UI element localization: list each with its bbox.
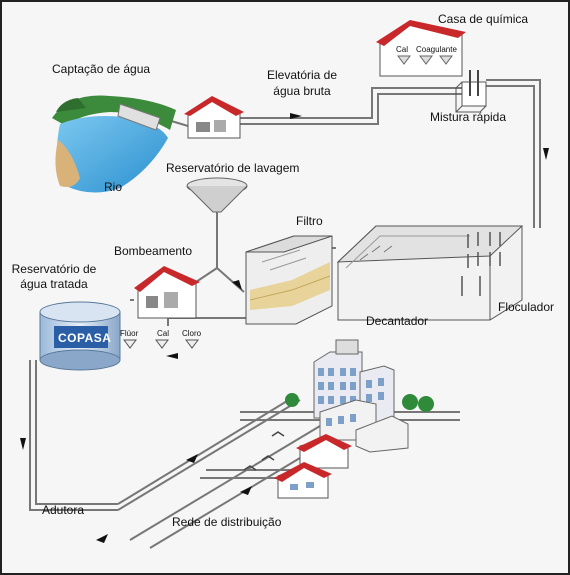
label-reservatorio-lavagem: Reservatório de lavagem (166, 161, 300, 175)
label-rio: Rio (104, 180, 123, 194)
arrow-to-filter (232, 280, 242, 290)
elevatoria-house (184, 96, 244, 139)
funnel-branch-left (195, 267, 218, 283)
arrow-down-left (20, 438, 26, 450)
pipe-network-1 (117, 399, 301, 511)
label-rede-distribuicao: Rede de distribuição (172, 515, 282, 529)
pipe-raw-water-top (240, 87, 462, 119)
label-floculador: Floculador (498, 300, 555, 314)
label-cal-top: Cal (396, 45, 409, 54)
label-filtro: Filtro (296, 214, 323, 228)
pipe-mix-out-inner (486, 85, 535, 228)
label-reservatorio-tratada-line2: água tratada (20, 277, 88, 291)
label-coagulante: Coagulante (416, 45, 457, 54)
dam (117, 103, 161, 131)
filtro-unit (245, 235, 333, 325)
city (243, 339, 434, 499)
label-elevatoria-line2: água bruta (273, 84, 331, 98)
label-mistura-rapida: Mistura rápida (430, 110, 507, 124)
label-bombeamento: Bombeamento (114, 244, 193, 258)
flow-arrows (20, 113, 549, 543)
bombeamento-house (134, 266, 200, 319)
river-bank (55, 140, 80, 187)
label-cloro: Cloro (182, 329, 202, 338)
label-adutora: Adutora (42, 503, 85, 517)
label-captacao: Captação de água (52, 62, 151, 76)
copasa-logo-plate (54, 326, 108, 348)
label-casa-quimica: Casa de química (438, 12, 529, 26)
arrow-down-right (543, 148, 549, 160)
mistura-rapida-box (455, 70, 487, 113)
label-reservatorio-tratada-line1: Reservatório de (11, 262, 97, 276)
arrow-to-tank (166, 353, 178, 359)
funnel-tank (186, 177, 248, 213)
treated-water-tank (39, 301, 121, 371)
label-fluor: Flúor (120, 329, 139, 338)
label-cal-bottom: Cal (157, 329, 170, 338)
pipe-network-5 (129, 419, 331, 541)
arrow-network-3 (96, 534, 108, 543)
dosing-cones (123, 339, 199, 349)
pipe-adutora-b (35, 360, 118, 505)
arrow-network-1 (186, 454, 198, 463)
pipe-adutora-a (29, 360, 118, 511)
captacao-river (52, 95, 176, 193)
decantador-floculador (336, 225, 524, 321)
city-houses (274, 434, 352, 499)
pipe-filter-pump (167, 317, 246, 326)
funnel-branch-right (216, 267, 245, 293)
trees (285, 393, 434, 412)
arrow-raw-water (290, 113, 302, 119)
label-decantador: Decantador (366, 314, 429, 328)
label-elevatoria-line1: Elevatória de (266, 68, 338, 82)
river-water (57, 116, 168, 193)
arrow-network-2 (240, 486, 252, 495)
casa-quimica-house (376, 20, 466, 77)
pipe-raw-water-bottom (240, 93, 462, 125)
copasa-logo-text: COPASA (58, 331, 112, 345)
pipe-network-2 (117, 397, 293, 505)
pipe-mix-out-outer (486, 79, 541, 228)
